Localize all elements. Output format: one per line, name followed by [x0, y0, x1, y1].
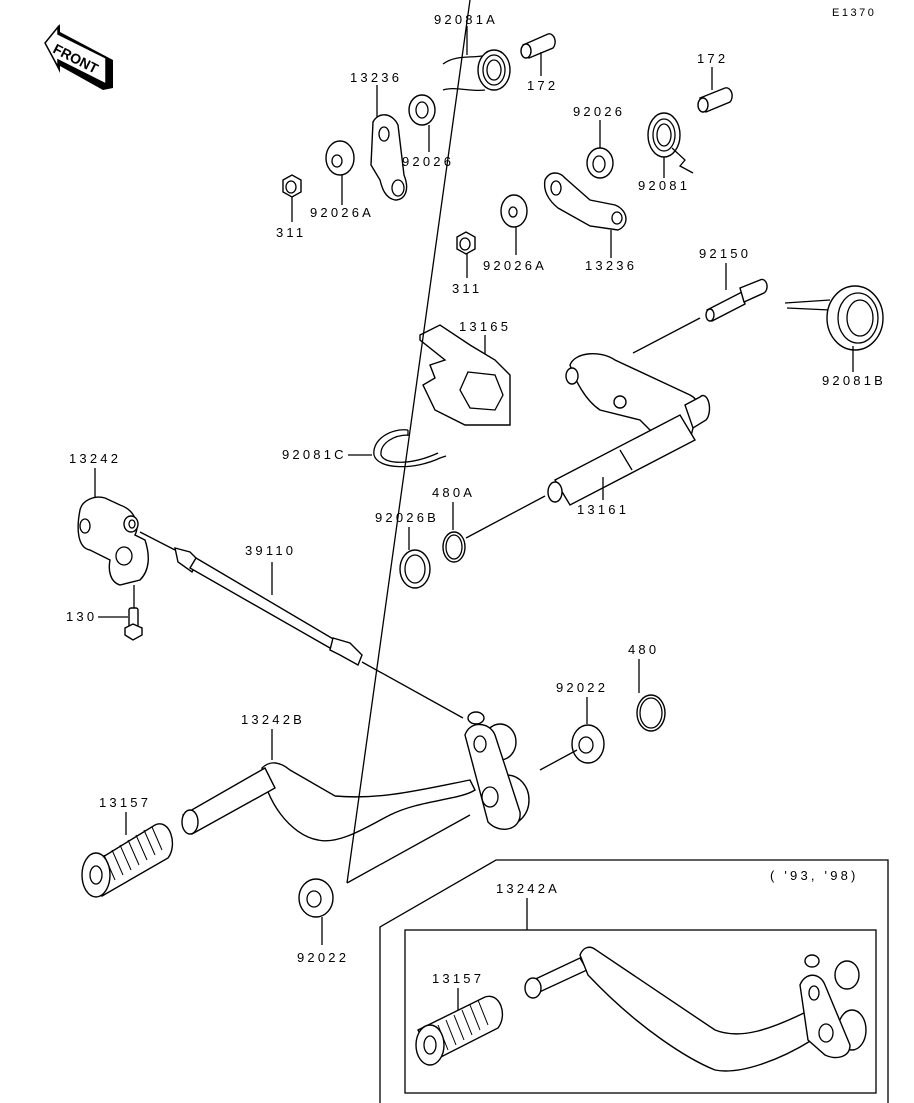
- label-480A: 480A: [432, 485, 475, 500]
- label-92026-a: 92026: [402, 154, 454, 169]
- pin-172-a: [520, 33, 556, 59]
- shaft-13161: [547, 353, 711, 506]
- label-92081C: 92081C: [282, 447, 347, 462]
- front-arrow-icon: FRONT: [44, 24, 113, 90]
- pin-172-b: [697, 87, 733, 113]
- label-92026B: 92026B: [375, 510, 439, 525]
- pedal-13242A: [524, 946, 867, 1072]
- label-92026A-b: 92026A: [483, 258, 547, 273]
- label-92150: 92150: [699, 246, 751, 261]
- bolt-92150: [705, 278, 768, 322]
- label-172-a: 172: [527, 78, 558, 93]
- label-13157-a: 13157: [99, 795, 151, 810]
- circlip-480A: [442, 531, 466, 563]
- variant-inset: [379, 859, 889, 1103]
- washer-92026A-b: [500, 194, 528, 228]
- label-92026A-a: 92026A: [310, 205, 374, 220]
- pedal-13242B: [181, 711, 530, 842]
- washer-92026-b: [586, 147, 614, 179]
- nut-311-a: [282, 174, 302, 198]
- nut-311-b: [456, 231, 476, 255]
- washer-92026A-a: [325, 140, 355, 176]
- circlip-480: [636, 694, 666, 732]
- label-480: 480: [628, 642, 659, 657]
- label-92081A: 92081A: [434, 12, 498, 27]
- label-13161: 13161: [577, 502, 629, 517]
- arm-13236-b: [543, 172, 627, 231]
- washer-92026B: [399, 549, 431, 589]
- label-92026-b: 92026: [573, 104, 625, 119]
- inset-years-note: ( '93, '98): [770, 868, 859, 883]
- rod-39110: [174, 547, 363, 666]
- washer-92026-a: [408, 94, 436, 126]
- label-13157-b: 13157: [432, 971, 484, 986]
- diagram-code: E1370: [832, 7, 876, 19]
- label-39110: 39110: [245, 543, 296, 558]
- spring-92081A: [442, 49, 511, 92]
- bolt-130: [124, 607, 143, 641]
- label-92081: 92081: [638, 178, 690, 193]
- spring-92081B: [784, 285, 884, 351]
- washer-92022-a: [571, 724, 605, 764]
- label-92022-b: 92022: [297, 950, 349, 965]
- spring-92081: [647, 112, 694, 174]
- label-311-b: 311: [452, 281, 482, 296]
- label-92081B: 92081B: [822, 373, 886, 388]
- rubber-13157-a: [81, 823, 173, 898]
- label-13236-a: 13236: [350, 70, 402, 85]
- label-13242A: 13242A: [496, 881, 560, 896]
- arm-13236-a: [370, 114, 408, 201]
- label-130: 130: [66, 609, 97, 624]
- label-92022-a: 92022: [556, 680, 608, 695]
- label-13165: 13165: [459, 319, 511, 334]
- label-172-b: 172: [697, 51, 728, 66]
- rubber-13157-b: [415, 995, 503, 1066]
- label-13236-b: 13236: [585, 258, 637, 273]
- label-13242B: 13242B: [241, 712, 305, 727]
- plate-13165: [419, 324, 511, 426]
- label-13242: 13242: [69, 451, 121, 466]
- washer-92022-b: [298, 878, 334, 918]
- clip-92081C: [373, 429, 447, 468]
- clamp-13242: [77, 496, 149, 586]
- label-311-a: 311: [276, 225, 306, 240]
